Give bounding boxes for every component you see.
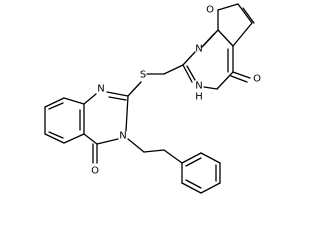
bond [216,71,234,90]
bond [185,157,202,167]
bond [181,182,202,194]
quinazolinone-oxygen-label: O [91,166,99,177]
bond [182,51,196,66]
quinazoline-n1-label: N [97,84,104,95]
bond [232,71,251,79]
bond [217,29,234,47]
atom-labels: O N N H O S N N O [91,5,261,177]
bond [96,138,119,145]
pyrimidine-n1-label: N [195,44,202,55]
bond [48,131,64,139]
bond [44,97,65,108]
bond [232,22,253,47]
bond [163,64,184,75]
carbonyl-oxygen-label: O [253,74,261,85]
molecule-diagram: O N N H O S N N O [44,3,261,194]
bond [83,133,98,145]
pyrimidine-nh-nitrogen-label: N [195,81,202,92]
bond [83,93,97,105]
thioether-sulfur-label: S [140,70,146,81]
bond [182,64,193,83]
bond [185,179,202,189]
bond [63,133,85,144]
bond [200,152,221,164]
furan-oxygen-label: O [206,5,214,16]
bond [200,182,221,194]
quinazoline-n3-label: N [119,131,126,142]
bond [106,91,129,97]
structure-drawing: O N N H O S N N O [44,3,261,194]
bond [63,97,85,105]
bond [44,133,65,144]
pyrimidine-nh-hydrogen-label: H [195,92,203,103]
bond [242,7,255,24]
bond [125,95,129,132]
bond [143,149,165,153]
bond [127,138,145,153]
bond [201,33,215,48]
bond [230,75,248,83]
bond [217,3,239,11]
bond [181,152,202,164]
bond [186,65,196,81]
bond [237,3,253,24]
bond [127,81,142,97]
bond [108,96,127,101]
bond [163,149,183,164]
bond [48,102,64,110]
bond [203,86,218,90]
bonds [44,3,255,194]
